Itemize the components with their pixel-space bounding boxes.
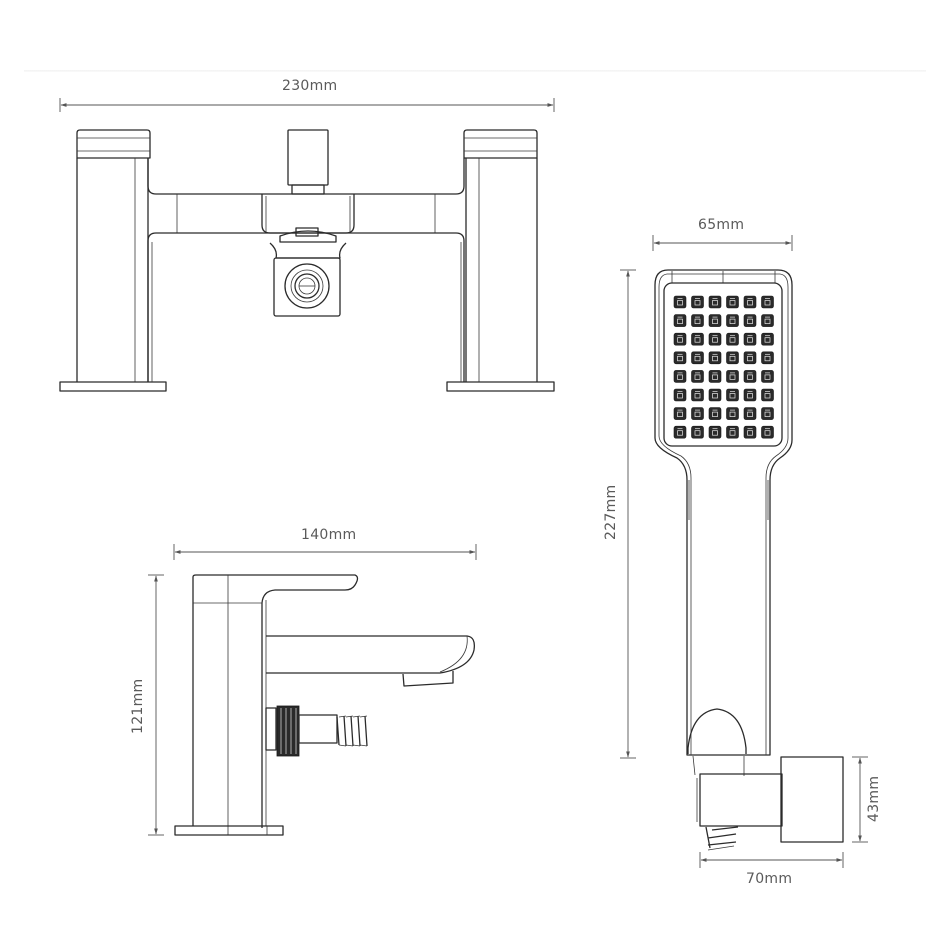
nozzle [691,351,704,365]
nozzle [673,295,687,309]
nozzle [673,351,687,365]
bracket-view [696,756,868,868]
nozzle [708,314,722,327]
nozzle [708,407,722,420]
bracket-height-dimension [852,756,868,843]
side-hose-connector [265,705,368,757]
nozzle [726,407,739,420]
nozzle [673,370,687,383]
nozzle [761,370,774,383]
front-width-label: 230mm [282,78,338,94]
nozzle [743,332,757,346]
nozzle [691,388,704,402]
nozzle [726,351,739,365]
bracket-height-label: 43mm [866,775,882,822]
nozzle [743,314,757,327]
front-width-dimension [59,98,555,112]
nozzle [708,295,722,309]
side-height-dimension [148,574,164,836]
handset-height-dimension [620,269,636,759]
nozzle [743,351,757,365]
nozzle [708,388,722,402]
handset-height-label: 227mm [603,484,619,541]
nozzle [761,295,774,309]
side-height-label: 121mm [130,678,146,735]
nozzle [708,332,722,346]
nozzle [743,388,757,402]
nozzle [726,332,739,346]
nozzle [743,425,757,439]
nozzle [726,295,739,309]
handset-view [620,235,793,776]
hose-outlet [273,257,341,317]
nozzle [743,407,757,420]
nozzle [691,407,704,420]
nozzle [708,370,722,383]
nozzle-grid [673,295,774,439]
nozzle [691,332,704,346]
nozzle [761,351,774,365]
nozzle [761,407,774,420]
nozzle [673,388,687,402]
diverter-knob [261,129,355,259]
nozzle [708,425,722,439]
top-divider [24,70,926,72]
nozzle [673,407,687,420]
nozzle [761,332,774,346]
nozzle [743,295,757,309]
nozzle [673,332,687,346]
nozzle [761,314,774,327]
handset-width-label: 65mm [698,217,745,233]
side-width-label: 140mm [301,527,357,543]
handset-width-dimension [652,235,793,251]
nozzle [726,425,739,439]
nozzle [691,314,704,327]
left-pillar [59,129,167,392]
right-pillar [446,129,555,392]
nozzle [761,388,774,402]
bracket-width-label: 70mm [746,871,793,887]
nozzle [761,425,774,439]
nozzle [726,314,739,327]
nozzle [673,314,687,327]
side-width-dimension [173,544,477,560]
nozzle [726,370,739,383]
nozzle [743,370,757,383]
nozzle [673,425,687,439]
nozzle [726,388,739,402]
nozzle [708,351,722,365]
front-view [59,98,555,392]
bracket-width-dimension [699,852,844,868]
nozzle [691,425,704,439]
side-view [148,544,477,836]
nozzle [691,295,704,309]
nozzle [691,370,704,383]
